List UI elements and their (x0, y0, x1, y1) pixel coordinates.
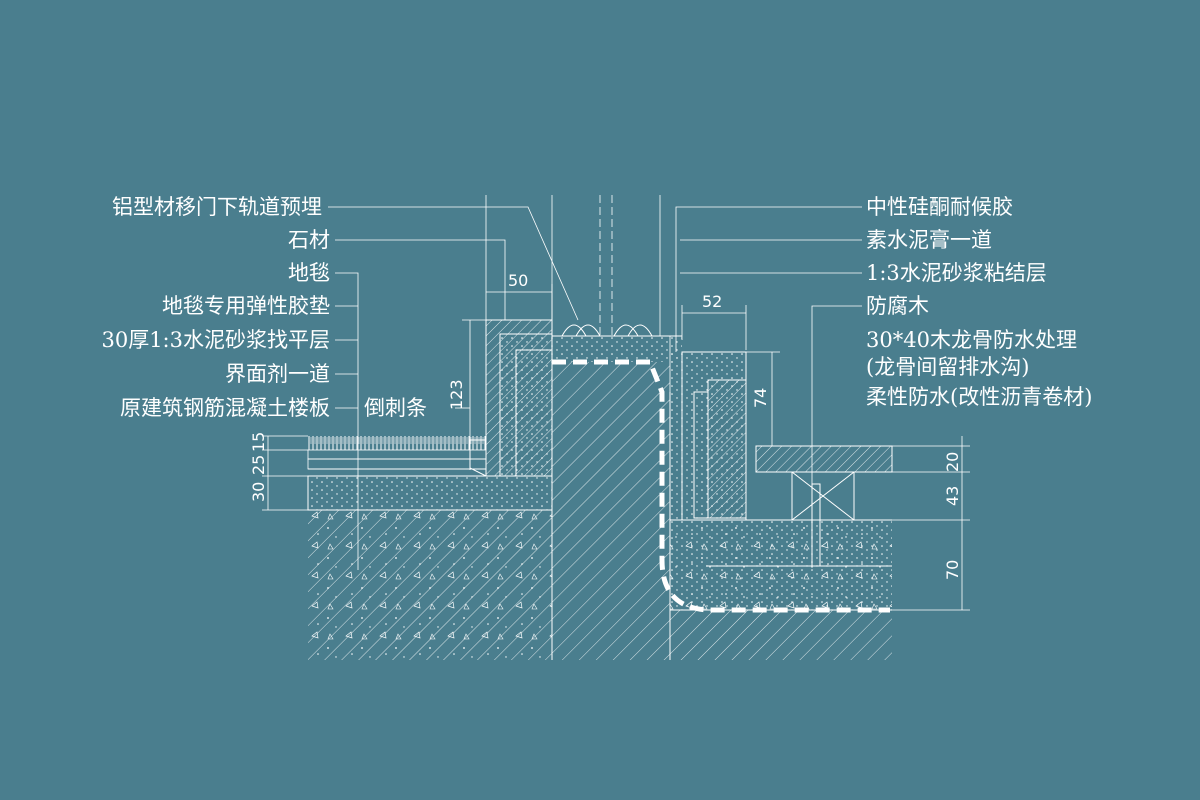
waterproof-membrane (552, 359, 890, 613)
carpet-layers (307, 436, 487, 477)
dim-right-b-text: 43 (943, 486, 962, 506)
label-flexible-waterproofing: 柔性防水(改性沥青卷材) (866, 385, 1092, 409)
right-leaders (675, 206, 862, 486)
right-labels: 中性硅酮耐候胶 素水泥膏一道 1:3水泥砂浆粘结层 防腐木 30*40木龙骨防水… (866, 195, 1092, 409)
dim-left-c-text: 30 (249, 482, 268, 502)
left-leaders (328, 206, 579, 570)
label-wood-joist: 30*40木龙骨防水处理 (866, 328, 1077, 352)
label-mortar-bond-layer: 1:3水泥砂浆粘结层 (866, 261, 1047, 285)
label-tack-strip: 倒刺条 (364, 396, 427, 420)
concrete-slab-left (308, 509, 552, 660)
door-frame-lines (551, 195, 671, 660)
leveling-layer-left (307, 475, 553, 511)
wood-deck (755, 445, 893, 567)
label-cement-paste: 素水泥膏一道 (866, 228, 992, 252)
dimension-left-stack: 15 25 30 (249, 432, 308, 511)
dimension-right-step: 74 (746, 351, 780, 446)
dimension-top-left: 50 (485, 195, 553, 320)
dim-right-step-text: 74 (751, 388, 770, 408)
left-labels: 铝型材移门下轨道预埋 石材 地毯 地毯专用弹性胶垫 30厚1:3水泥砂浆找平层 … (101, 195, 330, 420)
track-region (552, 324, 682, 362)
dim-left-a-text: 15 (249, 432, 268, 452)
dim-right-a-text: 20 (943, 452, 962, 472)
dim-top-right-text: 52 (702, 292, 722, 311)
dim-stone-text: 123 (447, 379, 466, 410)
dim-left-b-text: 25 (249, 455, 268, 475)
label-stone: 石材 (288, 228, 330, 252)
right-floor-slab (670, 519, 892, 660)
dimension-stone-height: 123 (447, 319, 486, 470)
label-interface-agent: 界面剂一道 (225, 362, 330, 386)
label-concrete-slab: 原建筑钢筋混凝土楼板 (120, 396, 330, 420)
label-track-embed: 铝型材移门下轨道预埋 (112, 195, 322, 219)
stone-threshold (469, 319, 553, 477)
dim-top-left-text: 50 (508, 271, 528, 290)
label-silicone-sealant: 中性硅酮耐候胶 (866, 195, 1013, 219)
dimension-top-right: 52 (681, 292, 747, 350)
concrete-column (551, 362, 671, 660)
label-treated-wood: 防腐木 (866, 294, 929, 318)
label-carpet-pad: 地毯专用弹性胶垫 (162, 294, 330, 318)
label-leveling-layer: 30厚1:3水泥砂浆找平层 (101, 328, 330, 352)
label-drainage-note: (龙骨间留排水沟) (866, 355, 1029, 379)
right-wall-stack (670, 351, 747, 521)
label-carpet: 地毯 (288, 261, 330, 285)
dim-right-c-text: 70 (943, 560, 962, 580)
dimension-right-stack: 20 43 70 (892, 436, 970, 611)
